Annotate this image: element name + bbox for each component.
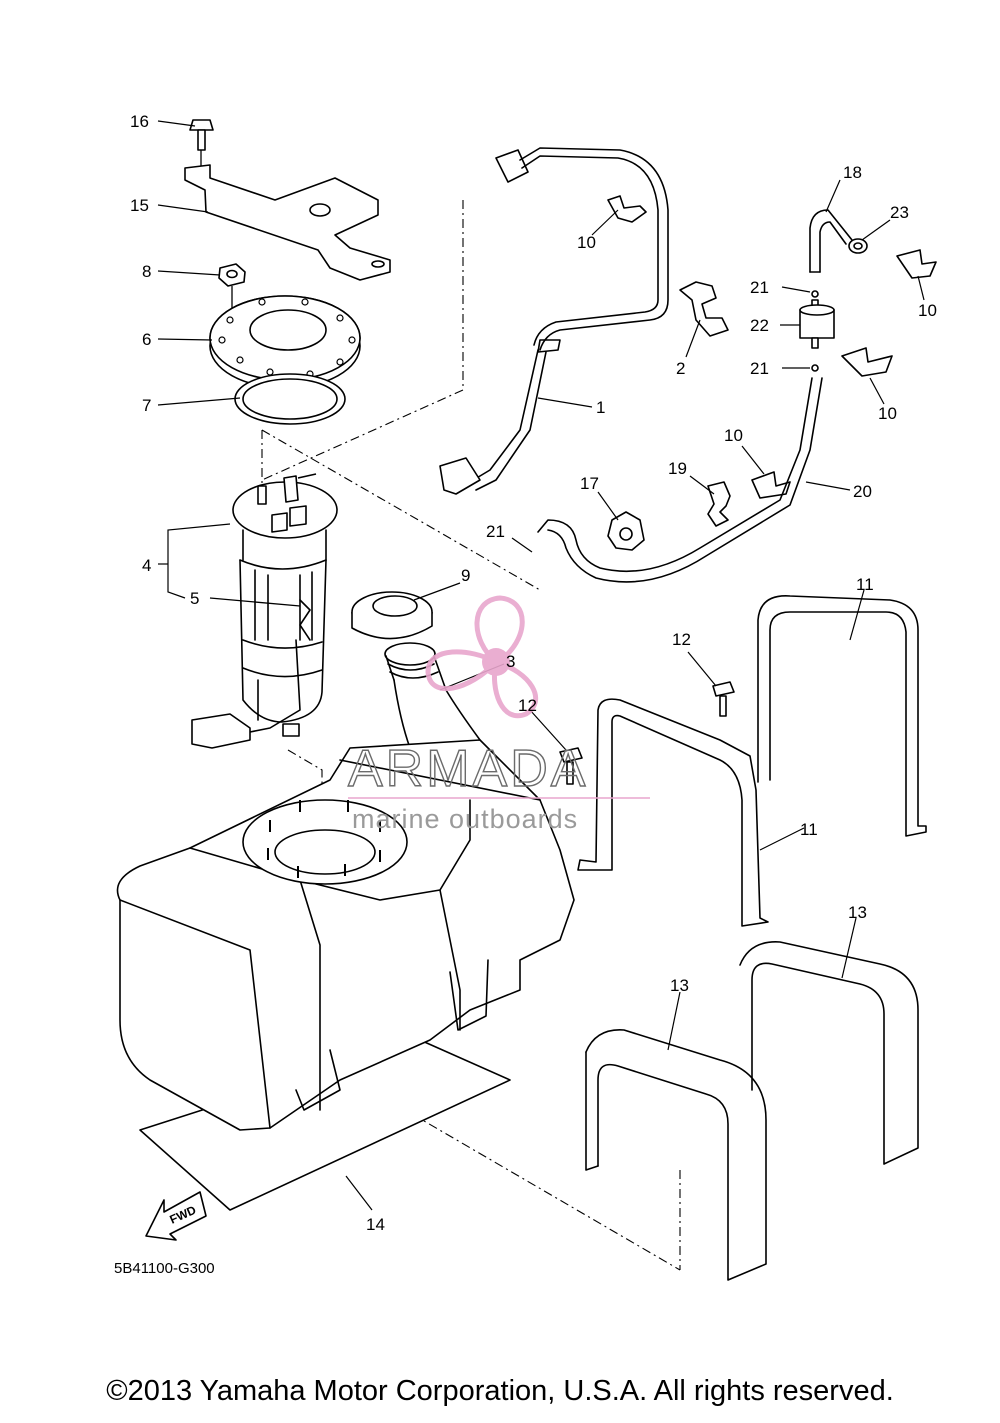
- callout-13-a: 13: [848, 903, 867, 922]
- callout-9: 9: [461, 566, 470, 585]
- part-23-grommet: [848, 238, 868, 254]
- part-16-bolt: [189, 119, 214, 168]
- callout-10-a: 10: [577, 233, 596, 252]
- part-10-clamps: [607, 195, 937, 499]
- callout-10-c: 10: [878, 404, 897, 423]
- part-9-cap: [351, 591, 433, 640]
- callout-3: 3: [506, 652, 515, 671]
- callout-10-d: 10: [724, 426, 743, 445]
- callout-22: 22: [750, 316, 769, 335]
- part-19-clip: [707, 481, 731, 527]
- part-22-filter: [799, 290, 835, 372]
- part-1-fuel-hose: [439, 147, 669, 495]
- part-13-pads: [585, 941, 919, 1281]
- callout-1: 1: [596, 398, 605, 417]
- callout-14: 14: [366, 1215, 385, 1234]
- part-20-hose: [537, 377, 823, 583]
- callout-11-a: 11: [856, 575, 874, 594]
- part-14-fuel-tank: [116, 739, 575, 1211]
- callout-6: 6: [142, 330, 151, 349]
- callout-12-a: 12: [672, 630, 691, 649]
- watermark-logo: [425, 595, 539, 719]
- callout-12-b: 12: [518, 696, 537, 715]
- callout-8: 8: [142, 262, 151, 281]
- part-15-bracket: [184, 164, 391, 281]
- watermark-tagline: marine outboards: [352, 804, 578, 834]
- part-7-gasket: [234, 373, 346, 425]
- part-18-hose: [809, 209, 853, 273]
- diagram-code: 5B41100-G300: [114, 1260, 215, 1277]
- callout-21-c: 21: [486, 522, 505, 541]
- callout-17: 17: [580, 474, 599, 493]
- callout-5: 5: [190, 589, 199, 608]
- callout-21-b: 21: [750, 359, 769, 378]
- callout-23: 23: [890, 203, 909, 222]
- callout-18: 18: [843, 163, 862, 182]
- fwd-arrow-icon: FWD: [145, 1191, 207, 1241]
- callout-11-b: 11: [800, 820, 818, 839]
- part-8-nut: [218, 263, 246, 318]
- part-2-clip: [679, 281, 729, 337]
- callout-4: 4: [142, 556, 151, 575]
- watermark-brand: ARMADA: [348, 740, 588, 798]
- callout-labels: 16 15 8 6 7 4 5 1 10 2 18 23 21 22 21 10…: [130, 112, 937, 1234]
- callout-19: 19: [668, 459, 687, 478]
- leader-lines: [157, 120, 925, 1211]
- part-4-fuel-pump: [191, 473, 338, 749]
- part-6-retainer-ring: [209, 295, 361, 389]
- part-12-bolts: [559, 681, 735, 785]
- part-11-bands: [577, 595, 927, 927]
- leader-5: [209, 597, 301, 607]
- callout-10-b: 10: [918, 301, 937, 320]
- callout-20: 20: [853, 482, 872, 501]
- callout-7: 7: [142, 396, 151, 415]
- part-17-clip: [607, 511, 645, 551]
- callout-2: 2: [676, 359, 685, 378]
- callout-16: 16: [130, 112, 149, 131]
- callout-21-a: 21: [750, 278, 769, 297]
- callout-15: 15: [130, 196, 149, 215]
- copyright-notice: ©2013 Yamaha Motor Corporation, U.S.A. A…: [106, 1375, 894, 1407]
- callout-13-b: 13: [670, 976, 689, 995]
